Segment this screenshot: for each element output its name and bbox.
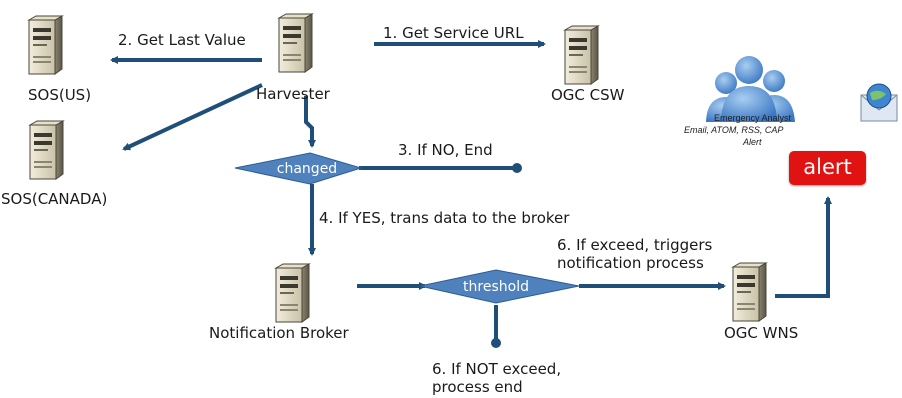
sos-canada-label: SOS(CANADA): [1, 190, 108, 208]
emergency-analyst-icon: [706, 56, 795, 122]
sos-us-server-icon: [28, 15, 63, 75]
threshold-label: threshold: [463, 279, 529, 295]
arrow-to-changed: [304, 96, 316, 148]
step3-label: 3. If NO, End: [398, 141, 493, 159]
end-dot-not-exceed: [491, 338, 501, 348]
step2-label: 2. Get Last Value: [118, 31, 246, 49]
emergency-channels: Email, ATOM, RSS, CAP: [684, 125, 784, 135]
end-dot-no: [512, 163, 522, 173]
step6-exceed-line1: 6. If exceed, triggers: [557, 236, 713, 254]
changed-decision-diamond: [234, 152, 363, 185]
ogc-csw-label: OGC CSW: [551, 86, 625, 104]
step6-exceed-line2: notification process: [557, 254, 704, 272]
step6-not-exceed-line2: process end: [432, 378, 523, 396]
email-globe-icon: [860, 83, 898, 122]
arrow-to-sos-canada: [122, 83, 263, 151]
step1-label: 1. Get Service URL: [383, 24, 524, 42]
notification-broker-label: Notification Broker: [209, 324, 349, 342]
ogc-wns-label: OGC WNS: [724, 324, 799, 342]
emergency-analyst-title: Emergency Analyst: [714, 113, 792, 123]
ogc-csw-server-icon: [564, 25, 599, 85]
harvester-label: Harvester: [256, 85, 330, 103]
ogc-wns-server-icon: [732, 262, 767, 322]
step4-label: 4. If YES, trans data to the broker: [319, 209, 570, 227]
harvester-server-icon: [278, 13, 313, 73]
step6-not-exceed-line1: 6. If NOT exceed,: [432, 360, 562, 378]
sos-us-label: SOS(US): [28, 86, 92, 104]
changed-label: changed: [276, 161, 338, 177]
sos-canada-server-icon: [29, 120, 64, 180]
arrow-to-alert: [775, 196, 832, 298]
notification-broker-server-icon: [275, 263, 310, 323]
threshold-decision-diamond: [419, 269, 580, 304]
alert-badge: alert: [789, 151, 866, 185]
emergency-type: Alert: [743, 137, 762, 147]
